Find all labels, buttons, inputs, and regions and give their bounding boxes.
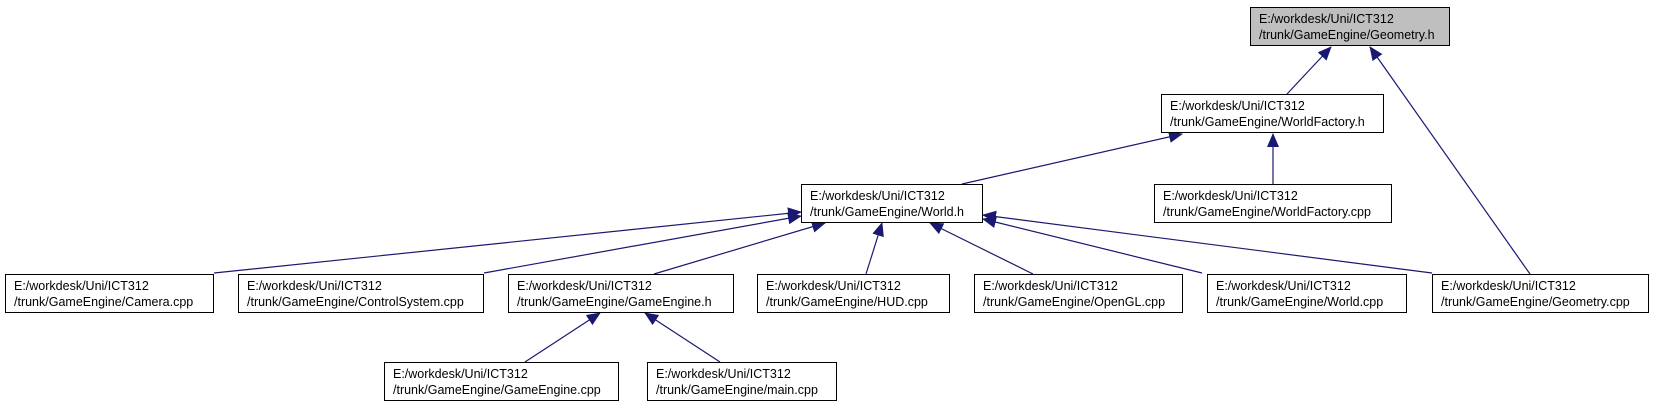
node-gameengine-cpp[interactable]: E:/workdesk/Uni/ICT312 /trunk/GameEngine… (384, 362, 619, 401)
edge-geometry_cpp-to-world_h (982, 210, 1433, 274)
node-geometry-h[interactable]: E:/workdesk/Uni/ICT312 /trunk/GameEngine… (1250, 7, 1450, 46)
edge-main_cpp-to-gameengine_h (644, 312, 721, 363)
node-path-line2: /trunk/GameEngine/OpenGL.cpp (983, 295, 1166, 309)
dependency-edges (213, 46, 1531, 363)
node-path-line1: E:/workdesk/Uni/ICT312 (517, 279, 652, 293)
node-world-cpp[interactable]: E:/workdesk/Uni/ICT312 /trunk/GameEngine… (1207, 274, 1407, 313)
node-path-line1: E:/workdesk/Uni/ICT312 (1163, 189, 1298, 203)
edge-gameengine_cpp-to-gameengine_h (524, 312, 601, 363)
node-path-line2: /trunk/GameEngine/main.cpp (656, 383, 818, 397)
node-path-line2: /trunk/GameEngine/GameEngine.cpp (393, 383, 601, 397)
node-opengl-cpp[interactable]: E:/workdesk/Uni/ICT312 /trunk/GameEngine… (974, 274, 1183, 313)
node-main-cpp[interactable]: E:/workdesk/Uni/ICT312 /trunk/GameEngine… (647, 362, 837, 401)
node-world-h[interactable]: E:/workdesk/Uni/ICT312 /trunk/GameEngine… (801, 184, 983, 223)
edge-hud_cpp-to-world_h (865, 222, 884, 275)
edge-worldfactory_h-to-geometry_h (1286, 46, 1332, 95)
node-path-line1: E:/workdesk/Uni/ICT312 (1441, 279, 1576, 293)
node-path-line2: /trunk/GameEngine/WorldFactory.h (1170, 115, 1365, 129)
node-path-line1: E:/workdesk/Uni/ICT312 (14, 279, 149, 293)
node-path-line1: E:/workdesk/Uni/ICT312 (766, 279, 901, 293)
edge-world_h-to-worldfactory_h (961, 131, 1183, 185)
node-path-line2: /trunk/GameEngine/Geometry.cpp (1441, 295, 1630, 309)
node-path-line1: E:/workdesk/Uni/ICT312 (810, 189, 945, 203)
node-path-line2: /trunk/GameEngine/World.cpp (1216, 295, 1384, 309)
edge-opengl_cpp-to-world_h (929, 222, 1034, 275)
node-geometry-cpp[interactable]: E:/workdesk/Uni/ICT312 /trunk/GameEngine… (1432, 274, 1649, 313)
node-camera-cpp[interactable]: E:/workdesk/Uni/ICT312 /trunk/GameEngine… (5, 274, 214, 313)
node-path-line2: /trunk/GameEngine/ControlSystem.cpp (247, 295, 464, 309)
edge-gameengine_h-to-world_h (653, 220, 826, 275)
node-gameengine-h[interactable]: E:/workdesk/Uni/ICT312 /trunk/GameEngine… (508, 274, 734, 313)
node-path-line2: /trunk/GameEngine/World.h (810, 205, 965, 219)
node-path-line2: /trunk/GameEngine/Camera.cpp (14, 295, 194, 309)
node-path-line1: E:/workdesk/Uni/ICT312 (1216, 279, 1351, 293)
edge-controlsystem_cpp-to-world_h (483, 212, 802, 274)
node-path-line1: E:/workdesk/Uni/ICT312 (1259, 12, 1394, 26)
edge-world_cpp-to-world_h (982, 216, 1203, 274)
node-path-line2: /trunk/GameEngine/Geometry.h (1259, 28, 1435, 42)
node-path-line2: /trunk/GameEngine/HUD.cpp (766, 295, 928, 309)
node-path-line2: /trunk/GameEngine/GameEngine.h (517, 295, 712, 309)
node-worldfactory-cpp[interactable]: E:/workdesk/Uni/ICT312 /trunk/GameEngine… (1154, 184, 1392, 223)
node-path-line1: E:/workdesk/Uni/ICT312 (656, 367, 791, 381)
node-path-line1: E:/workdesk/Uni/ICT312 (247, 279, 382, 293)
node-controlsystem-cpp[interactable]: E:/workdesk/Uni/ICT312 /trunk/GameEngine… (238, 274, 484, 313)
node-path-line1: E:/workdesk/Uni/ICT312 (1170, 99, 1305, 113)
node-hud-cpp[interactable]: E:/workdesk/Uni/ICT312 /trunk/GameEngine… (757, 274, 950, 313)
node-path-line1: E:/workdesk/Uni/ICT312 (393, 367, 528, 381)
node-path-line1: E:/workdesk/Uni/ICT312 (983, 279, 1118, 293)
edge-geometry_cpp-to-geometry_h (1369, 46, 1531, 275)
node-path-line2: /trunk/GameEngine/WorldFactory.cpp (1163, 205, 1371, 219)
edge-camera_cpp-to-world_h (213, 207, 802, 274)
node-worldfactory-h[interactable]: E:/workdesk/Uni/ICT312 /trunk/GameEngine… (1161, 94, 1384, 133)
